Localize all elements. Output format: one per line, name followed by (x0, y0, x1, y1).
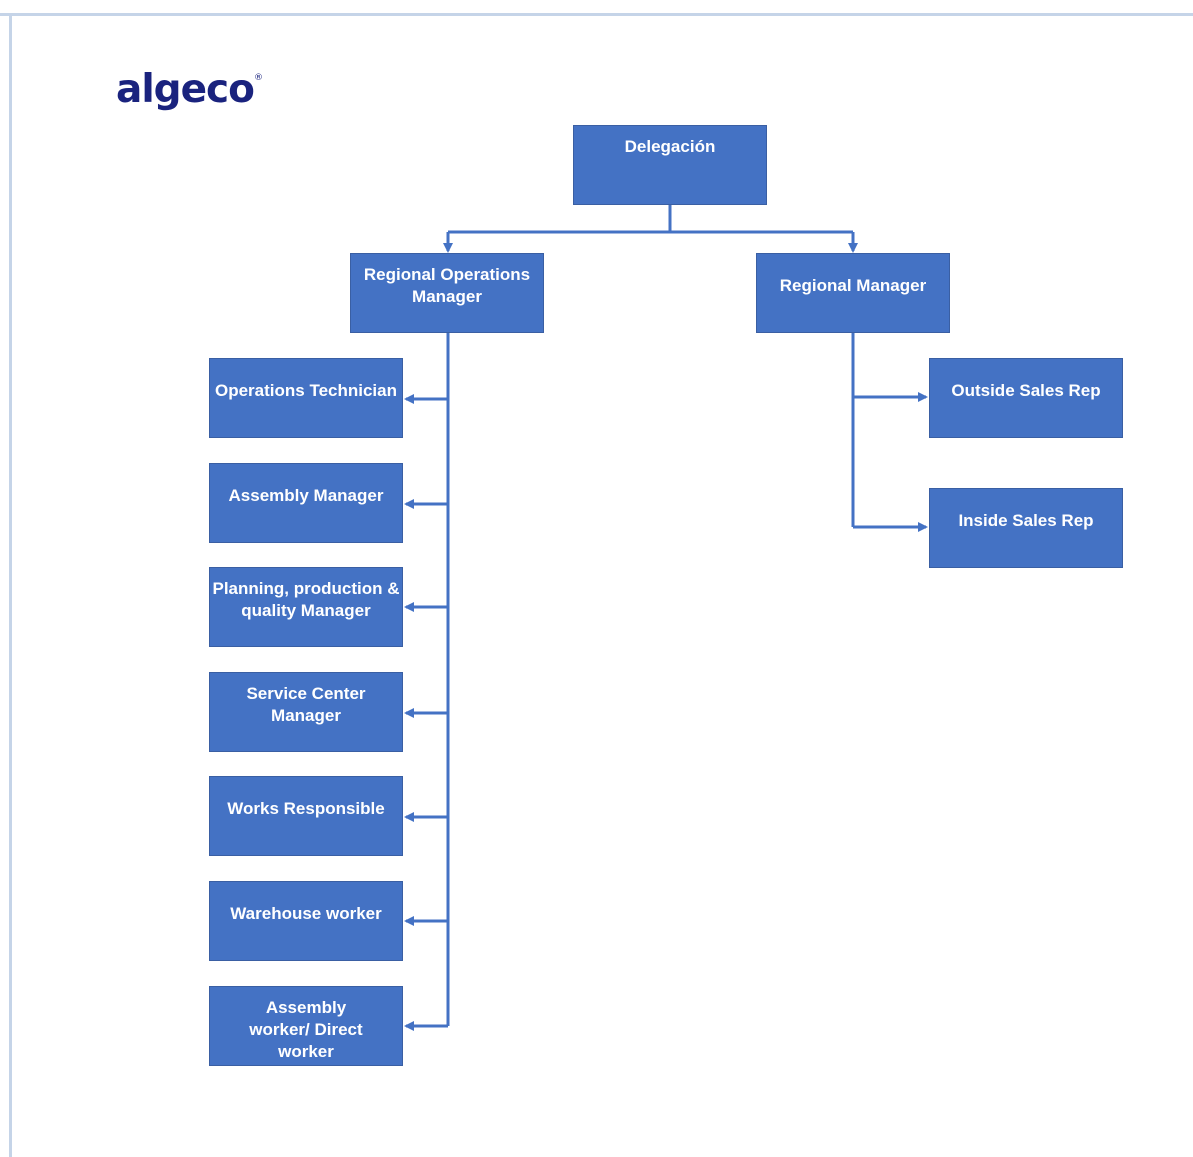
node-outside-sales-rep: Outside Sales Rep (929, 358, 1123, 438)
node-label: Operations Technician (214, 381, 397, 400)
node-label: Warehouse worker (230, 904, 382, 923)
node-inside-sales-rep: Inside Sales Rep (929, 488, 1123, 568)
node-label: Service Center Manager (246, 684, 366, 725)
node-works-responsible: Works Responsible (209, 776, 403, 856)
node-label: Planning, production & quality Manager (212, 579, 400, 620)
node-warehouse-worker: Warehouse worker (209, 881, 403, 961)
node-operations-technician: Operations Technician (209, 358, 403, 438)
node-label: Works Responsible (227, 799, 385, 818)
node-delegacion: Delegación (573, 125, 767, 205)
registered-mark: ® (253, 73, 263, 83)
node-label: Delegación (624, 137, 716, 156)
node-label: Assembly worker/ Direct worker (249, 998, 363, 1061)
node-label: Regional Manager (779, 276, 927, 295)
logo-text: algeco (116, 67, 255, 112)
node-assembly-worker-direct-worker: Assembly worker/ Direct worker (209, 986, 403, 1066)
node-service-center-manager: Service Center Manager (209, 672, 403, 752)
node-label: Inside Sales Rep (958, 511, 1094, 530)
node-label: Regional Operations Manager (363, 265, 531, 306)
node-regional-manager: Regional Manager (756, 253, 950, 333)
frame-top-border (0, 13, 1193, 16)
algeco-logo: algeco® (116, 70, 263, 109)
node-planning-production-quality-manager: Planning, production & quality Manager (209, 567, 403, 647)
node-regional-operations-manager: Regional Operations Manager (350, 253, 544, 333)
node-label: Outside Sales Rep (951, 381, 1101, 400)
frame-left-border (9, 13, 12, 1157)
node-label: Assembly Manager (228, 486, 384, 505)
node-assembly-manager: Assembly Manager (209, 463, 403, 543)
